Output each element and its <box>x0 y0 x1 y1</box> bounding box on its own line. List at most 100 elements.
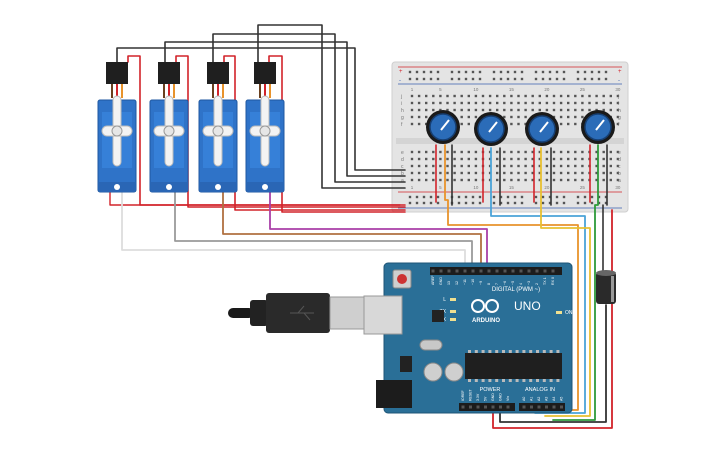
usb-cable[interactable] <box>228 293 365 333</box>
wire-5v-rail[interactable] <box>492 209 613 429</box>
column-number: 15 <box>509 87 515 92</box>
analog-pin-label: A1 <box>530 397 534 401</box>
servo-base-hole <box>215 184 221 190</box>
row-letter: a <box>401 178 404 184</box>
column-number: 20 <box>544 87 550 92</box>
row-letter: d <box>401 157 404 163</box>
power-pin-label: 3.3V <box>476 393 480 401</box>
pot-2[interactable] <box>474 112 508 146</box>
digital-pin-label: 4 <box>519 283 523 285</box>
row-letter: c <box>401 164 404 170</box>
pot-1[interactable] <box>426 110 460 144</box>
row-letter: i <box>618 101 619 107</box>
analog-pin-label: A3 <box>545 397 549 401</box>
led-on <box>556 311 562 314</box>
column-number: 5 <box>439 185 442 190</box>
capacitor-polarity-stripe <box>611 276 614 302</box>
rail-minus-label-right: - <box>618 78 620 84</box>
wire-gnd-rail[interactable] <box>499 304 607 423</box>
row-letter: i <box>401 101 402 107</box>
wire-servo1-control[interactable] <box>121 191 466 273</box>
column-number: 10 <box>473 87 479 92</box>
bottom-power-rail <box>408 195 608 205</box>
servo-connector <box>158 62 180 84</box>
electrolytic-capacitor[interactable] <box>596 270 616 304</box>
pot-indicator <box>488 121 498 133</box>
pot-4[interactable] <box>581 110 615 144</box>
analog-pin-label: A0 <box>522 397 526 401</box>
analog-pin-label: A2 <box>537 397 541 401</box>
usb-b-port[interactable] <box>363 295 403 335</box>
voltage-regulator <box>400 356 412 372</box>
top-power-rail <box>408 70 608 81</box>
column-number: 20 <box>544 185 550 190</box>
servo-base-hole <box>262 184 268 190</box>
arduino-brand-label: ARDUINO <box>472 318 500 324</box>
dc-power-jack[interactable] <box>376 380 412 408</box>
led-tx <box>450 310 456 313</box>
reset-button[interactable] <box>397 274 407 284</box>
column-number: 10 <box>473 185 479 190</box>
servo-1[interactable] <box>97 62 137 193</box>
led-l-label: L <box>443 297 446 303</box>
digital-pin-label: 12 <box>455 281 459 285</box>
arduino-model-label: UNO <box>514 299 541 313</box>
pot-indicator <box>595 119 605 131</box>
row-letter: g <box>401 115 404 121</box>
potentiometer-group <box>426 110 615 146</box>
digital-pin-label: 13 <box>447 281 451 285</box>
row-letter: b <box>618 171 621 177</box>
wire-pot3-wiper[interactable] <box>540 147 591 417</box>
digital-pin-label: 8 <box>487 283 491 285</box>
servo-3[interactable] <box>198 62 238 193</box>
wire-pot4-wiper[interactable] <box>552 144 599 421</box>
wire-servo1-signal[interactable] <box>116 47 406 171</box>
column-number: 15 <box>509 185 515 190</box>
digital-pin-label: ~3 <box>527 281 531 285</box>
wire-servo2-control[interactable] <box>174 191 473 273</box>
wire-pot1-wiper[interactable] <box>444 144 579 411</box>
pot-3[interactable] <box>525 112 559 146</box>
digital-pin-label: ~5 <box>511 281 515 285</box>
board-capacitor-2 <box>444 362 464 382</box>
wire-servo4-power[interactable] <box>268 55 406 213</box>
wire-servo2-power[interactable] <box>175 55 406 208</box>
servo-2[interactable] <box>149 62 189 193</box>
power-label: POWER <box>480 387 501 393</box>
wire-servo4-control[interactable] <box>269 191 488 273</box>
pot-indicator <box>539 121 549 133</box>
servo-base-hole <box>166 184 172 190</box>
rail-minus-label: - <box>399 78 401 84</box>
column-number: 25 <box>580 185 586 190</box>
wire-servo3-signal[interactable] <box>212 33 406 183</box>
servo-4[interactable] <box>245 62 285 193</box>
digital-pin-label: RX 0 <box>551 277 555 285</box>
digital-pin-label: ~11 <box>463 279 467 285</box>
row-letter: f <box>618 122 620 128</box>
power-pin-label: GND <box>499 393 503 401</box>
row-letter: d <box>618 157 621 163</box>
servo-shaft <box>163 125 175 137</box>
digital-pin-label: GND <box>439 277 443 285</box>
row-letter: j <box>617 94 619 100</box>
atmega-microcontroller <box>465 353 562 379</box>
digital-pin-label: TX 1 <box>543 277 547 285</box>
column-number: 1 <box>411 87 414 92</box>
servo-shaft <box>259 125 271 137</box>
wire-servo3-power[interactable] <box>223 55 406 211</box>
wire-servo4-signal[interactable] <box>257 24 406 189</box>
row-letter: g <box>618 115 621 121</box>
servo-connector <box>254 62 276 84</box>
digital-pin-label: 7 <box>495 283 499 285</box>
analog-in-label: ANALOG IN <box>525 387 555 393</box>
wire-servo3-control[interactable] <box>222 191 482 273</box>
row-letter: h <box>401 108 404 114</box>
wire-servo2-signal[interactable] <box>164 41 406 177</box>
